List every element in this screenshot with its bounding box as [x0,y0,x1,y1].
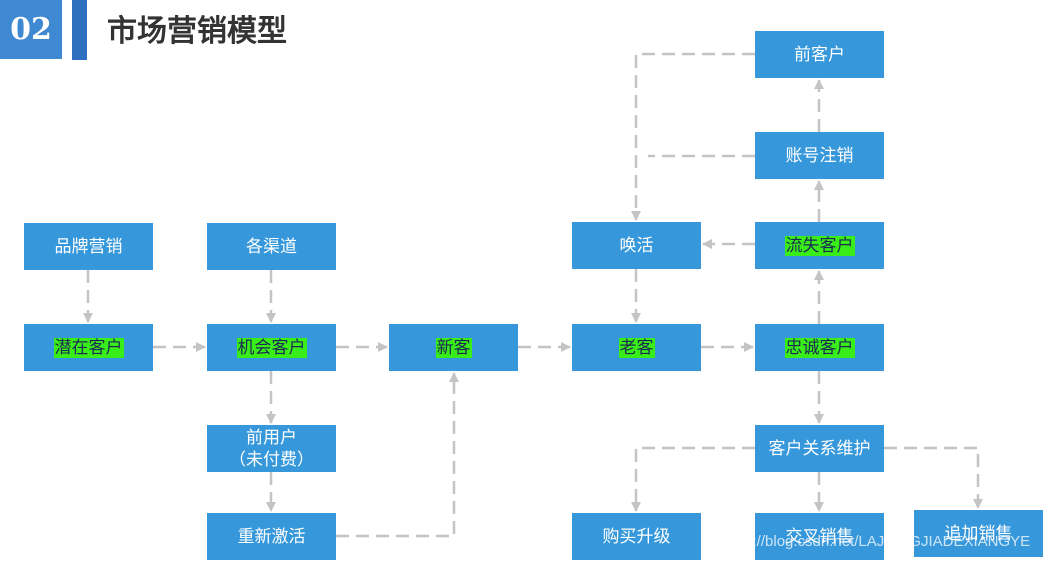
node-label: 重新激活 [237,526,306,547]
node-label: 潜在客户 [53,337,124,358]
node-label: 唤活 [619,235,654,256]
node-upsell: 购买升级 [572,513,701,560]
node-label: 忠诚客户 [784,337,855,358]
edge-crm-to-add-on [884,446,983,509]
title-accent-bar [72,0,87,60]
node-label: 交叉销售 [785,526,854,547]
node-reactivate: 唤活 [572,222,701,269]
node-re-activation: 重新激活 [207,513,336,560]
node-new-customer: 新客 [389,324,518,371]
page-title: 市场营销模型 [107,14,287,49]
node-label: 机会客户 [236,337,307,358]
node-label: 品牌营销 [54,236,123,257]
watermark-text: https://blog.csdn.net/LAJIANGJIADEXIANGY… [720,533,1031,550]
node-label: 各渠道 [246,236,297,257]
node-former-customer: 前客户 [755,31,884,78]
node-account-cancel: 账号注销 [755,132,884,179]
node-brand-marketing: 品牌营销 [24,223,153,270]
node-label: 账号注销 [785,145,854,166]
node-label: 追加销售 [944,523,1013,544]
node-old-customer: 老客 [572,324,701,371]
edge-crm-to-upsell [631,446,755,512]
node-potential-customer: 潜在客户 [24,324,153,371]
node-add-on-sell: 追加销售 [914,510,1043,557]
node-opportunity-customer: 机会客户 [207,324,336,371]
edge-former-to-reactivate [631,52,755,221]
node-crm: 客户关系维护 [755,425,884,472]
node-label: 客户关系维护 [768,438,871,459]
node-label: 老客 [618,337,655,358]
node-label: 购买升级 [602,526,671,547]
node-label: 前用户 （未付费） [229,427,314,470]
node-cross-sell: 交叉销售 [755,513,884,560]
node-label: 新客 [435,337,472,358]
node-channels: 各渠道 [207,223,336,270]
node-loyal-customer: 忠诚客户 [755,324,884,371]
node-lost-customer: 流失客户 [755,222,884,269]
edge-reactivation-to-new [336,372,459,538]
node-label: 流失客户 [784,235,855,256]
node-label: 前客户 [794,44,845,65]
section-number-badge: 02 [0,0,62,59]
node-pre-user: 前用户 （未付费） [207,425,336,472]
